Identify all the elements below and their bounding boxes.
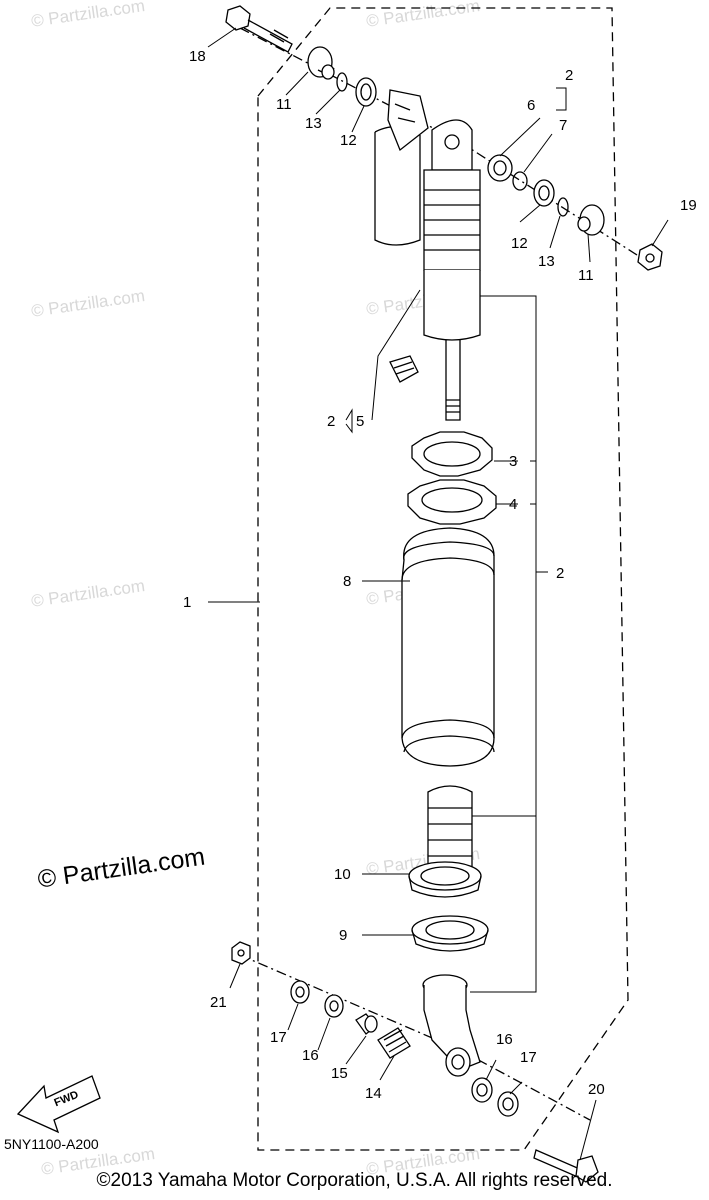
fwd-arrow-icon [16,1075,101,1134]
callout-2-left: 2 [327,413,336,430]
spring-seat-10 [408,861,482,898]
ring-nut-3 [411,431,493,477]
callout-17-right: 17 [520,1049,537,1066]
seal-16-right [471,1077,493,1103]
callout-11-top: 11 [276,96,292,113]
callout-1: 1 [183,594,192,611]
callout-11-right: 11 [578,267,594,284]
lower-clevis [422,974,481,1077]
bolt-18 [225,5,293,53]
callout-15: 15 [331,1065,348,1082]
callout-8: 8 [343,573,352,590]
reservoir [374,89,429,246]
callout-12-right: 12 [511,235,528,252]
assembly-outline [257,7,629,1151]
nut-19 [637,243,663,271]
shock-body [423,119,481,421]
callout-18: 18 [189,48,206,65]
collar-11-right [577,204,605,236]
collar-11-top [307,46,335,80]
leader-lines [207,27,669,1161]
callout-10: 10 [334,866,351,883]
callout-9: 9 [339,927,348,944]
circlip-7 [512,171,528,191]
callout-6: 6 [527,97,536,114]
callout-12-top: 12 [340,132,357,149]
callout-4: 4 [509,496,518,513]
ring-nut-4 [407,479,497,525]
diagram-code: 5NY1100-A200 [4,1136,99,1152]
callout-2-mid: 2 [556,565,565,582]
callout-13-top: 13 [305,115,322,132]
callout-7: 7 [559,117,568,134]
callout-2-top: 2 [565,67,574,84]
bolt-20 [533,1149,599,1183]
callout-13-right: 13 [538,253,555,270]
callout-16-right: 16 [496,1031,513,1048]
bushing-6 [487,154,513,182]
callout-3: 3 [509,453,518,470]
spring-seat-9 [411,915,489,952]
callout-17-left: 17 [270,1029,287,1046]
oring-13-right [557,197,569,217]
callout-20: 20 [588,1081,605,1098]
oring-13-top [336,72,348,92]
adjuster-5 [389,355,419,383]
callout-14: 14 [365,1085,382,1102]
bearing-14 [377,1027,411,1059]
spring-8 [401,527,495,767]
spacer-15 [355,1013,378,1035]
callout-21: 21 [210,994,227,1011]
lower-bolt-axis [239,954,591,1121]
callout-19: 19 [680,197,697,214]
collar-17-left [290,980,310,1004]
seal-12-right [533,179,555,207]
collar-17-right [497,1091,519,1117]
nut-21 [231,941,251,965]
copyright-notice: ©2013 Yamaha Motor Corporation, U.S.A. A… [96,1170,613,1191]
callout-5: 5 [356,413,365,430]
callout-16-left: 16 [302,1047,319,1064]
seal-12-top [355,77,377,107]
seal-16-left [324,994,344,1018]
